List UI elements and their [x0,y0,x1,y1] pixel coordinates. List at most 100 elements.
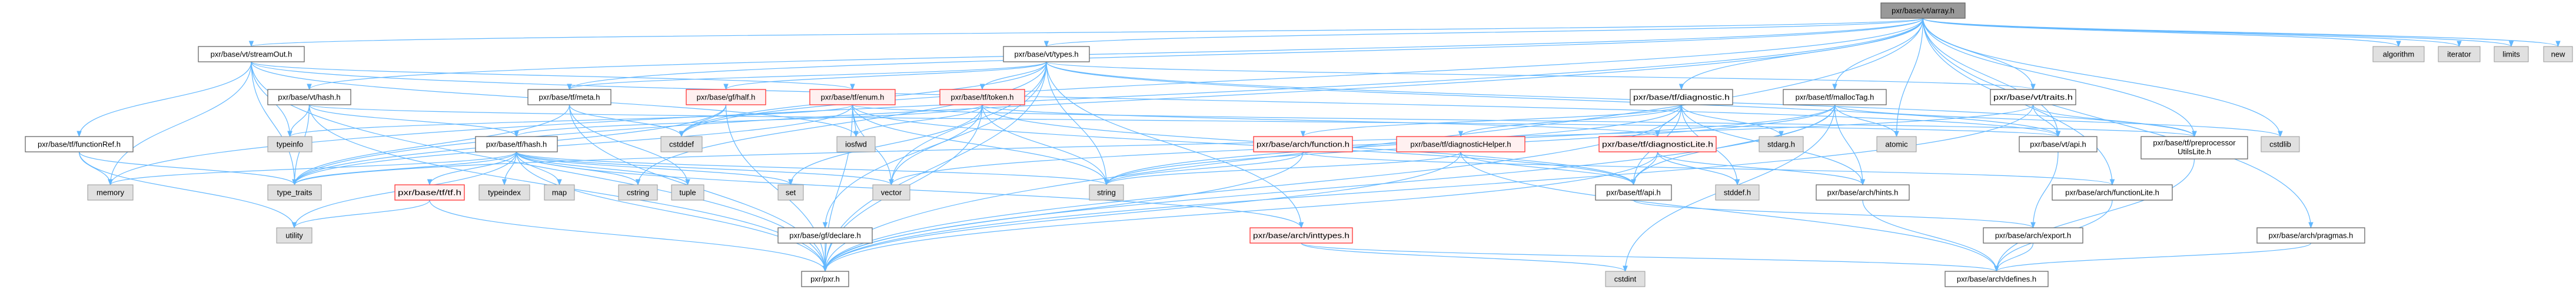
node-box [1396,136,1525,152]
node-label: pxr/base/gf/declare.h [789,231,860,240]
node-tfhash[interactable]: pxr/base/tf/hash.h [475,136,558,152]
node-label: pxr/base/arch/defines.h [1957,275,2036,284]
edge-types-to-vtapi [1046,61,2061,138]
edge-array-to-pxr [822,18,1924,273]
node-cstdlib: cstdlib [2261,136,2300,152]
edge-token-to-string [982,104,1109,186]
node-box [2372,46,2425,62]
edge-array-to-types [1044,18,1924,48]
edge-half-to-pxr [725,104,828,273]
edge-tfhash-to-memory [108,151,517,186]
node-label: pxr/base/tf/diagnosticLite.h [1602,140,1713,149]
node-inttypes[interactable]: pxr/base/arch/inttypes.h [1249,227,1353,244]
edge-array-to-vtapi [1922,18,2061,138]
node-tf[interactable]: pxr/base/tf/tf.h [394,184,465,201]
node-box [1783,89,1887,105]
edge-token-to-vector [889,104,983,186]
node-label: pxr/base/vt/streamOut.h [211,50,292,59]
node-label: iosfwd [845,140,867,149]
node-enum[interactable]: pxr/base/tf/enum.h [809,89,896,105]
node-label: typeindex [488,188,521,197]
node-mallocTag[interactable]: pxr/base/tf/mallocTag.h [1783,89,1887,105]
node-label: algorithm [2383,50,2414,59]
node-box [1983,227,2083,244]
node-label: memory [97,188,124,197]
node-export[interactable]: pxr/base/arch/export.h [1983,227,2083,244]
edge-meta-to-tuple [569,104,690,186]
node-box [1249,227,1353,244]
node-streamOut[interactable]: pxr/base/vt/streamOut.h [198,46,305,62]
node-types[interactable]: pxr/base/vt/types.h [1003,46,1090,62]
node-iosfwd: iosfwd [836,136,876,152]
edge-streamOut-to-functionRef [77,61,252,138]
node-label: pxr/pxr.h [810,275,840,284]
node-map: map [544,184,575,201]
node-box [394,184,465,201]
node-diagLite[interactable]: pxr/base/tf/diagnosticLite.h [1598,136,1717,152]
edge-enum-to-string [852,104,1109,186]
node-functionRef[interactable]: pxr/base/tf/functionRef.h [25,136,134,152]
node-box [87,184,134,201]
edge-diagnostic-to-archfunction [1300,104,1682,138]
edge-types-to-cstring [635,61,1047,186]
node-tfapi[interactable]: pxr/base/tf/api.h [1595,184,1672,201]
node-meta[interactable]: pxr/base/tf/meta.h [527,89,611,105]
edge-types-to-token [979,61,1047,91]
node-label: pxr/base/tf/enum.h [821,93,885,102]
edge-archfunction-to-string [1103,151,1304,186]
node-vtapi[interactable]: pxr/base/vt/api.h [2019,136,2098,152]
node-box [686,89,766,105]
node-diagnostic[interactable]: pxr/base/tf/diagnostic.h [1630,89,1733,105]
node-label: pxr/base/arch/pragmas.h [2269,231,2354,240]
node-label: typeinfo [277,140,304,149]
node-traits[interactable]: pxr/base/vt/traits.h [1990,89,2076,105]
node-label: pxr/base/vt/api.h [2030,140,2086,149]
node-pxr[interactable]: pxr/pxr.h [801,271,849,287]
node-box [618,184,658,201]
node-label: cstdint [1614,275,1637,284]
node-functionLite[interactable]: pxr/base/arch/functionLite.h [2052,184,2173,201]
node-array[interactable]: pxr/base/vt/array.h [1880,2,1966,19]
edge-enum-to-typeinfo [287,104,853,138]
node-pragmas[interactable]: pxr/base/arch/pragmas.h [2256,227,2365,244]
edge-diagLite-to-stddef [1657,151,1740,186]
edge-array-to-mallocTag [1832,18,1924,91]
node-label: map [552,188,567,197]
edge-ppLite-to-defines [1994,158,2195,273]
edge-array-to-algorithm [1922,18,2401,48]
node-box [2140,136,2248,160]
node-box [1990,89,2076,105]
edge-array-to-cstddef [679,18,1924,138]
node-label: pxr/base/arch/export.h [1995,231,2071,240]
node-half[interactable]: pxr/base/gf/half.h [686,89,766,105]
node-box [801,271,849,287]
node-cstring: cstring [618,184,658,201]
node-box [1598,136,1717,152]
edge-tfhash-to-typeindex [501,151,517,186]
edge-streamOut-to-memory [108,61,252,186]
edge-diagnostic-to-string [1103,104,1682,186]
node-label: cstddef [669,140,694,149]
edge-diagHelper-to-tfapi [1460,151,1636,186]
node-hints[interactable]: pxr/base/arch/hints.h [1816,184,1910,201]
node-vthash[interactable]: pxr/base/vt/hash.h [267,89,351,105]
edge-mallocTag-to-vector [889,104,1836,186]
node-box [1945,271,2049,287]
node-declare[interactable]: pxr/base/gf/declare.h [777,227,873,244]
node-label: utility [285,231,303,240]
edge-enum-to-tfapi [852,104,1636,186]
edge-tfapi-to-export [1633,200,2036,229]
edge-mallocTag-to-atomic [1834,104,1899,138]
node-archfunction[interactable]: pxr/base/arch/function.h [1253,136,1353,152]
node-defines[interactable]: pxr/base/arch/defines.h [1945,271,2049,287]
edge-vthash-to-tfhash [308,104,519,138]
edge-diagHelper-to-pxr [822,151,1461,273]
node-label: pxr/base/tf/diagnosticHelper.h [1410,140,1511,149]
edge-enum-to-ppLite [852,104,2196,138]
node-diagHelper[interactable]: pxr/base/tf/diagnosticHelper.h [1396,136,1525,152]
node-stdarg: stdarg.h [1759,136,1804,152]
edge-diagHelper-to-string [1103,151,1461,186]
node-box [267,184,322,201]
node-token[interactable]: pxr/base/tf/token.h [939,89,1025,105]
